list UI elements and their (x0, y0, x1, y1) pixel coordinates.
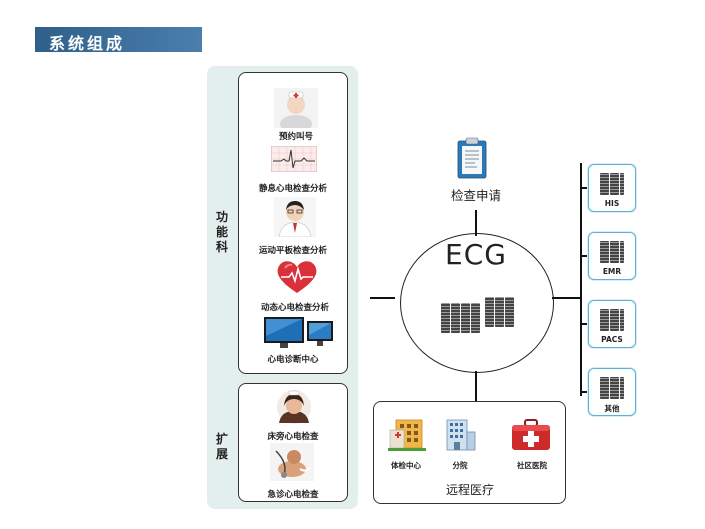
item-label-appointment: 预约叫号 (278, 132, 313, 142)
clipboard-icon (455, 137, 489, 179)
monitors-icon (263, 316, 335, 350)
system-emr: EMR (588, 232, 636, 280)
connector-right (552, 297, 580, 299)
server-icon (600, 377, 624, 399)
bedside-nurse-icon (275, 389, 313, 425)
group1-side-label: 功 能 科 (215, 210, 228, 254)
nurse-icon (274, 88, 318, 133)
remote-label-exam: 体检中心 (391, 461, 421, 470)
system-label-his: HIS (604, 199, 620, 208)
connector-top (475, 210, 477, 236)
medical-kit-icon (511, 419, 551, 451)
item-label-emergency: 急诊心电检查 (267, 490, 319, 500)
system-pacs: PACS (588, 300, 636, 348)
connector-left (370, 297, 395, 299)
remote-label-branch: 分院 (452, 461, 468, 470)
tick-pacs (580, 323, 588, 325)
item-label-holter: 动态心电检查分析 (260, 303, 329, 313)
ecg-strip-icon (270, 145, 318, 173)
section-title-bar: 系统组成 (35, 27, 202, 53)
request-label: 检查申请 (450, 188, 501, 203)
item-label-ecg-center: 心电诊断中心 (267, 355, 319, 365)
exam-center-icon (388, 418, 426, 452)
remote-medical-group (373, 401, 566, 504)
system-his: HIS (588, 164, 636, 212)
doctor-icon (274, 197, 316, 238)
remote-label-community: 社区医院 (517, 461, 547, 470)
group2-side-label: 扩 展 (215, 432, 228, 461)
connector-bottom (475, 371, 477, 402)
remote-title: 远程医疗 (445, 483, 494, 497)
systems-bus (580, 163, 582, 396)
system-other: 其他 (588, 368, 636, 416)
ecg-label: ECG (445, 238, 507, 271)
emergency-icon (270, 443, 314, 481)
server-icon (600, 241, 624, 263)
server-rack-icon-1 (441, 301, 481, 335)
tick-other (580, 391, 588, 393)
extension-group (238, 383, 348, 502)
item-label-bedside: 床旁心电检查 (267, 432, 319, 442)
item-label-resting-ecg: 静息心电检查分析 (258, 184, 327, 194)
branch-hospital-icon (443, 418, 477, 452)
item-label-treadmill: 运动平板检查分析 (258, 246, 327, 256)
system-label-emr: EMR (602, 267, 622, 276)
server-icon (600, 309, 624, 331)
ecg-circle (400, 233, 554, 373)
section-title: 系统组成 (49, 34, 126, 53)
heart-icon (275, 259, 319, 295)
tick-his (580, 187, 588, 189)
server-icon (600, 173, 624, 195)
system-label-other: 其他 (604, 404, 620, 413)
server-rack-icon-2 (485, 297, 515, 331)
tick-emr (580, 255, 588, 257)
system-label-pacs: PACS (601, 335, 623, 344)
